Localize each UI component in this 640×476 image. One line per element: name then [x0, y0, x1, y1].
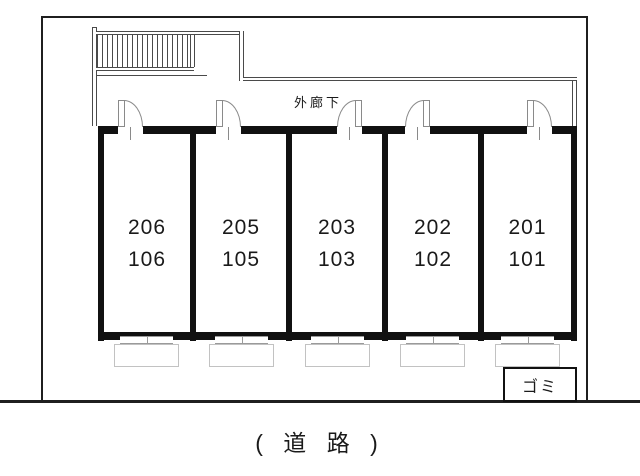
road-line	[0, 400, 640, 403]
garbage-box: ゴミ	[503, 367, 577, 402]
stair-treads	[97, 35, 190, 67]
room-label-202-102: 202 102	[388, 212, 478, 276]
door-swing-201	[533, 100, 552, 127]
site-border-left	[41, 16, 43, 403]
corridor-right-wall	[572, 81, 577, 126]
room-lower-number: 101	[508, 248, 547, 271]
room-upper-number: 201	[508, 216, 547, 239]
room-upper-number: 202	[413, 216, 453, 239]
room-lower-number: 102	[413, 248, 453, 271]
window-203	[311, 336, 364, 344]
door-swing-202	[405, 100, 424, 127]
balcony-203	[305, 344, 370, 367]
window-tick	[241, 337, 243, 343]
balcony-201	[495, 344, 560, 367]
room-upper-number: 205	[221, 216, 261, 239]
window-206	[120, 336, 173, 344]
door-leaf-202	[423, 100, 430, 127]
site-border-top	[41, 16, 588, 18]
window-tick	[432, 337, 434, 343]
stair-bottom-rail	[96, 67, 194, 71]
door-tick-205	[228, 127, 229, 140]
window-tick	[527, 337, 529, 343]
wall-right	[571, 126, 577, 341]
room-label-205-105: 205 105	[196, 212, 286, 276]
balcony-205	[209, 344, 274, 367]
site-border-right	[586, 16, 588, 403]
room-upper-number: 203	[317, 216, 357, 239]
wall-divider-2	[286, 126, 292, 341]
door-tick-202	[417, 127, 418, 140]
window-201	[501, 336, 554, 344]
stair-top-rail	[96, 31, 243, 35]
stair-underside-line	[96, 75, 207, 76]
road-label: ( 道 路 )	[255, 430, 385, 456]
balcony-202	[400, 344, 465, 367]
room-upper-number: 206	[127, 216, 167, 239]
room-lower-number: 105	[221, 248, 261, 271]
stair-landing-right-line	[239, 31, 244, 81]
balcony-206	[114, 344, 179, 367]
room-lower-number: 106	[127, 248, 167, 271]
stair-tread-end-line	[190, 35, 195, 67]
wall-divider-1	[190, 126, 196, 341]
door-tick-206	[130, 127, 131, 140]
door-leaf-205	[216, 100, 223, 127]
door-tick-201	[539, 127, 540, 140]
stair-left-rail	[92, 27, 97, 126]
door-tick-203	[349, 127, 350, 140]
door-leaf-201	[527, 100, 534, 127]
room-lower-number: 103	[317, 248, 357, 271]
door-swing-205	[222, 100, 241, 127]
corridor-label: 外廊下	[294, 95, 343, 110]
window-205	[215, 336, 268, 344]
wall-left	[98, 126, 104, 341]
wall-divider-4	[478, 126, 484, 341]
window-tick	[337, 337, 339, 343]
door-leaf-203	[355, 100, 362, 127]
door-swing-206	[124, 100, 143, 127]
garbage-label: ゴミ	[521, 378, 558, 396]
room-label-206-106: 206 106	[104, 212, 190, 276]
room-label-201-101: 201 101	[484, 212, 571, 276]
window-202	[406, 336, 459, 344]
wall-divider-3	[382, 126, 388, 341]
door-leaf-206	[118, 100, 125, 127]
corridor-top-line	[243, 77, 577, 81]
room-label-203-103: 203 103	[292, 212, 382, 276]
window-tick	[146, 337, 148, 343]
